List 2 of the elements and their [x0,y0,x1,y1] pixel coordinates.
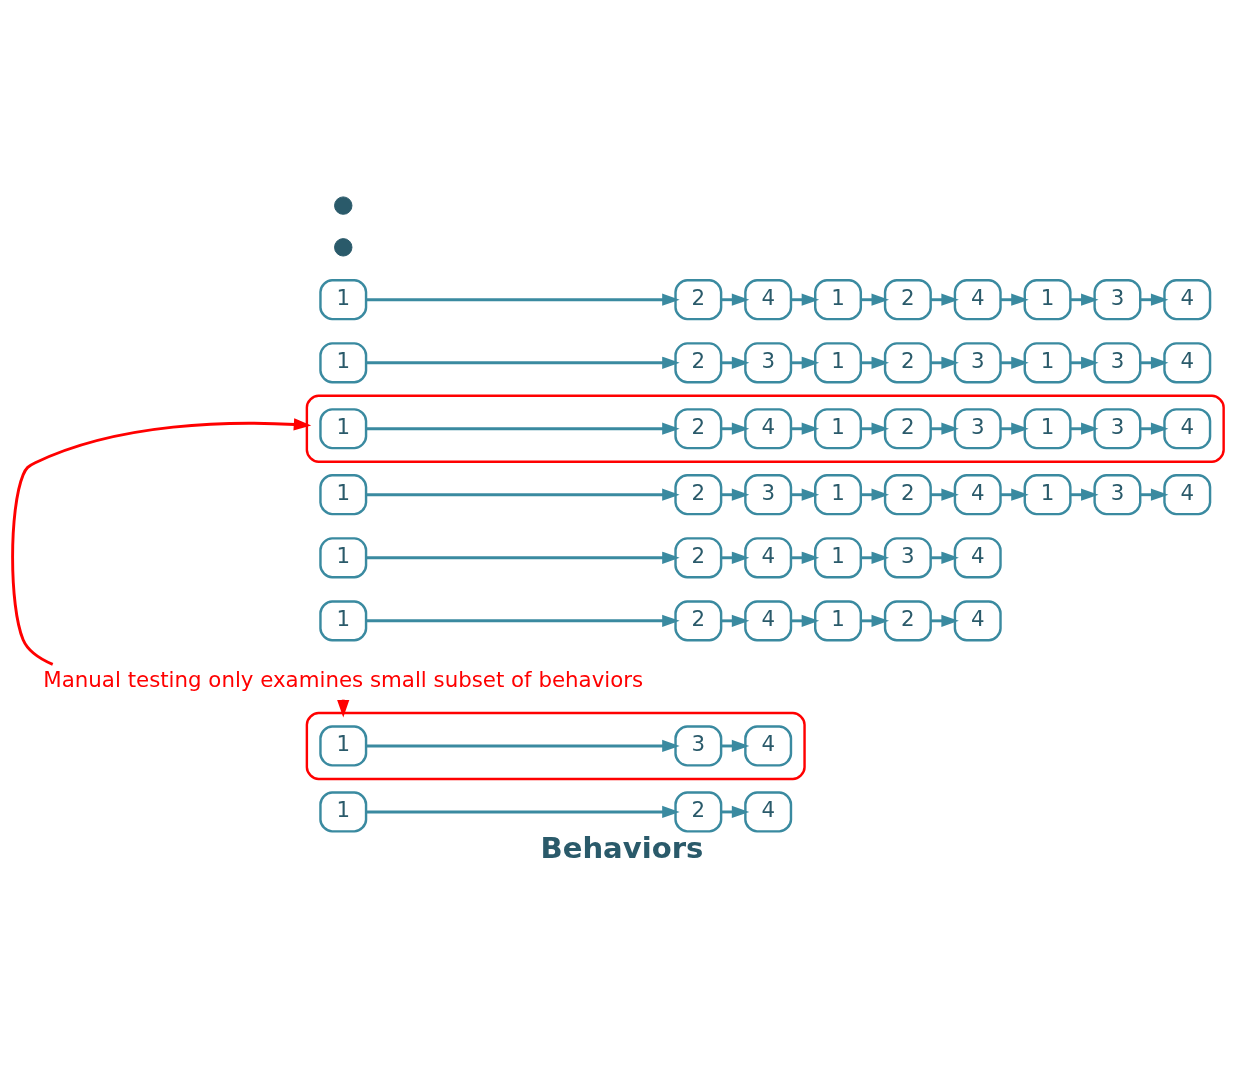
caption: Behaviors [540,830,704,865]
node-text: Manual testing only examines small subset of behaviors [43,667,644,693]
